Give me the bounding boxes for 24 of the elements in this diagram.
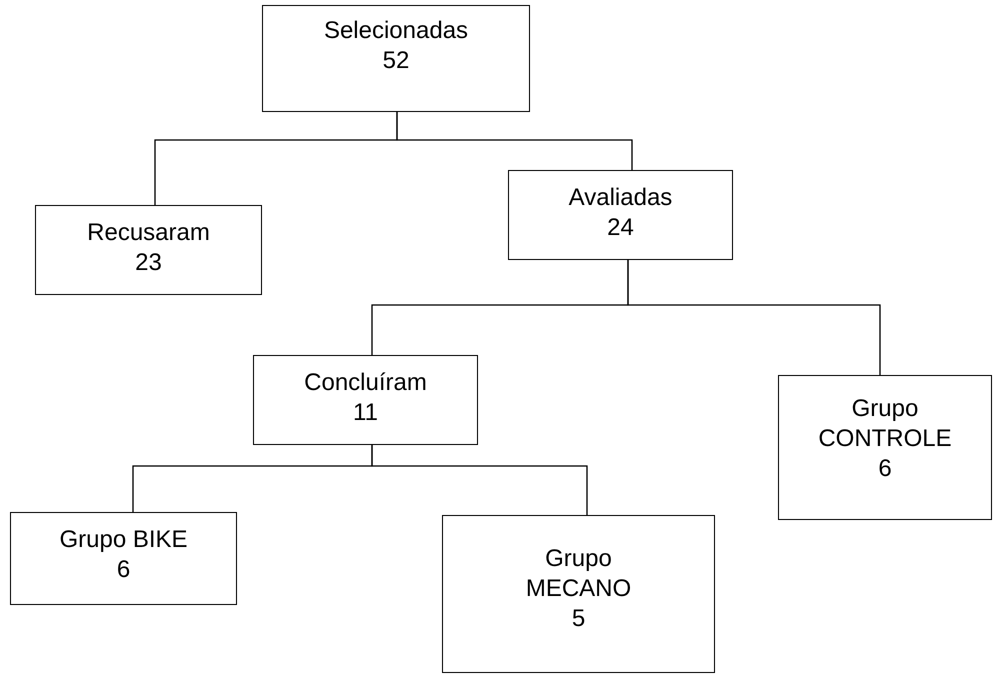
box-title: Grupo BIKE [59, 525, 188, 555]
connector-line [371, 445, 588, 515]
box-title: Avaliadas [568, 183, 672, 213]
process-box [442, 515, 715, 673]
connector-line [396, 112, 633, 170]
count-value: 23 [135, 248, 162, 278]
box-title: Concluíram [304, 368, 427, 398]
count-value: 24 [607, 213, 634, 243]
count-value: 11 [353, 398, 378, 428]
box-title: Grupo CONTROLE [817, 394, 953, 454]
count-value: 5 [572, 604, 586, 634]
box-title: Grupo MECANO [524, 544, 632, 604]
count-value: 6 [116, 555, 130, 585]
box-title: Recusaram [87, 218, 210, 248]
process-box [262, 5, 530, 112]
process-box [10, 512, 237, 605]
connector-line [627, 260, 881, 375]
process-box [778, 375, 992, 520]
process-box [508, 170, 733, 260]
box-title: Selecionadas [324, 16, 468, 46]
count-value: 52 [382, 46, 410, 76]
process-box [253, 355, 478, 445]
count-value: 6 [878, 454, 892, 484]
process-box [35, 205, 262, 295]
